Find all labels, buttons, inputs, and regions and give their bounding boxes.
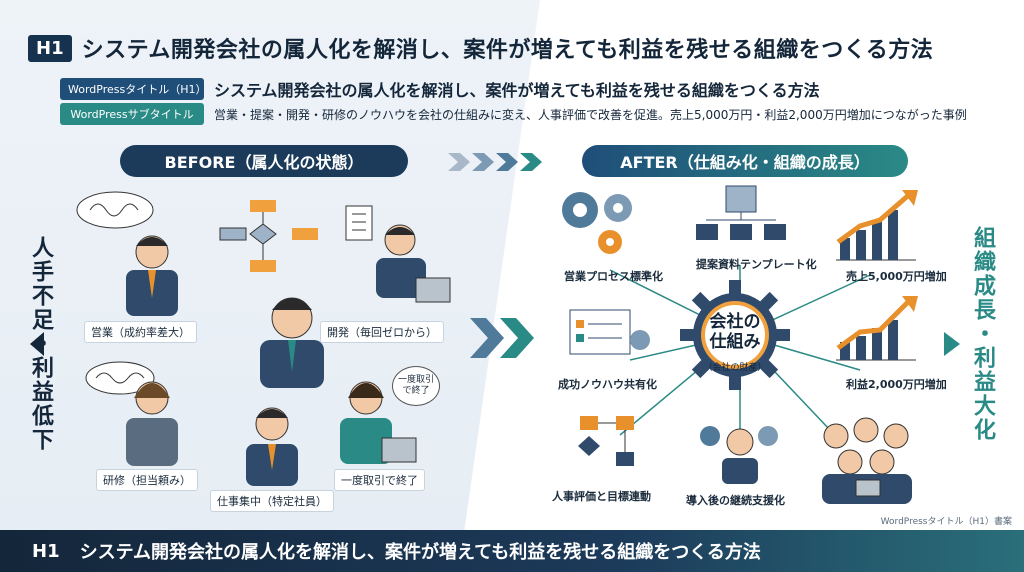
- caption-concentration: 仕事集中（特定社員）: [210, 490, 334, 512]
- caption-sales: 営業（成約率差大）: [84, 321, 197, 343]
- before-pill: BEFORE（属人化の状態）: [120, 145, 408, 177]
- caption-template: 提案資料テンプレート化: [696, 258, 817, 271]
- draft-note: WordPressタイトル（H1）書案: [880, 517, 1012, 527]
- before-illustrations: [76, 191, 451, 486]
- caption-revenue: 売上5,000万円増加: [846, 270, 947, 283]
- team-icon: [822, 417, 912, 504]
- knowhow-docs-icon: [569, 309, 650, 355]
- support-person-icon: [700, 426, 778, 484]
- thought-cloud-icon: [85, 361, 155, 395]
- h1-badge: H1: [28, 34, 72, 62]
- wp-title-row: WordPressタイトル（H1） システム開発会社の属人化を解消し、案件が増え…: [60, 77, 820, 101]
- left-arrow-icon: [30, 332, 44, 356]
- stressed-person-icon: [260, 297, 324, 388]
- training-person-icon: [126, 381, 178, 466]
- wp-subtitle-text: 営業・提案・開発・研修のノウハウを会社の仕組みに変え、人事評価で改善を促進。売上…: [214, 107, 967, 122]
- footer-title: システム開発会社の属人化を解消し、案件が増えても利益を残せる組織をつくる方法: [79, 542, 761, 563]
- sales-person-icon: [126, 235, 178, 316]
- oneoff-speech-bubble: 一度取引 で終了: [392, 366, 440, 406]
- evaluation-flow-icon: [578, 416, 634, 466]
- caption-oneoff: 一度取引で終了: [334, 469, 425, 491]
- caption-profit: 利益2,000万円増加: [846, 378, 947, 391]
- caption-knowhow: 成功ノウハウ共有化: [558, 378, 657, 391]
- caption-training: 研修（担当頼み）: [96, 469, 198, 491]
- caption-dev: 開発（毎回ゼロから）: [320, 321, 444, 343]
- profit-chart-icon: [836, 296, 918, 361]
- top-chevrons-icon: [448, 153, 542, 171]
- developer-icon: [345, 205, 451, 303]
- after-illustrations: [562, 185, 918, 504]
- caption-sales-process: 営業プロセス標準化: [564, 270, 663, 283]
- thought-cloud-icon: [76, 191, 154, 229]
- right-arrow-icon: [944, 332, 960, 356]
- after-pill: AFTER（仕組み化・組織の成長）: [582, 145, 908, 177]
- gear-sub-label: （会社の財産）: [703, 363, 767, 373]
- oneoff-person-icon: [340, 381, 417, 464]
- middle-chevrons-icon: [470, 318, 534, 358]
- footer-bar: H1 システム開発会社の属人化を解消し、案件が増えても利益を残せる組織をつくる方…: [0, 530, 1024, 572]
- overloaded-person-icon: [246, 407, 298, 486]
- caption-evaluation: 人事評価と目標連動: [552, 490, 651, 503]
- company-gear-icon: [680, 280, 790, 390]
- wp-title-tag: WordPressタイトル（H1）: [60, 78, 207, 100]
- revenue-chart-icon: [836, 190, 918, 261]
- footer-h1-label: H1: [32, 540, 60, 562]
- gear-main-label: 会社の 仕組み: [709, 312, 761, 352]
- template-tree-icon: [696, 185, 786, 240]
- wp-subtitle-tag: WordPressサブタイトル: [60, 103, 204, 125]
- page-title: システム開発会社の属人化を解消し、案件が増えても利益を残せる組織をつくる方法: [81, 38, 934, 63]
- caption-support: 導入後の継続支援化: [686, 494, 785, 507]
- flowchart-icon: [219, 200, 318, 272]
- after-side-label: 組織成長・利益大化: [970, 226, 995, 442]
- wp-subtitle-row: WordPressサブタイトル 営業・提案・開発・研修のノウハウを会社の仕組みに…: [60, 103, 967, 125]
- header: H1 システム開発会社の属人化を解消し、案件が増えても利益を残せる組織をつくる方…: [28, 32, 933, 64]
- gears-icon: [562, 192, 632, 254]
- wp-title-text: システム開発会社の属人化を解消し、案件が増えても利益を残せる組織をつくる方法: [214, 81, 820, 100]
